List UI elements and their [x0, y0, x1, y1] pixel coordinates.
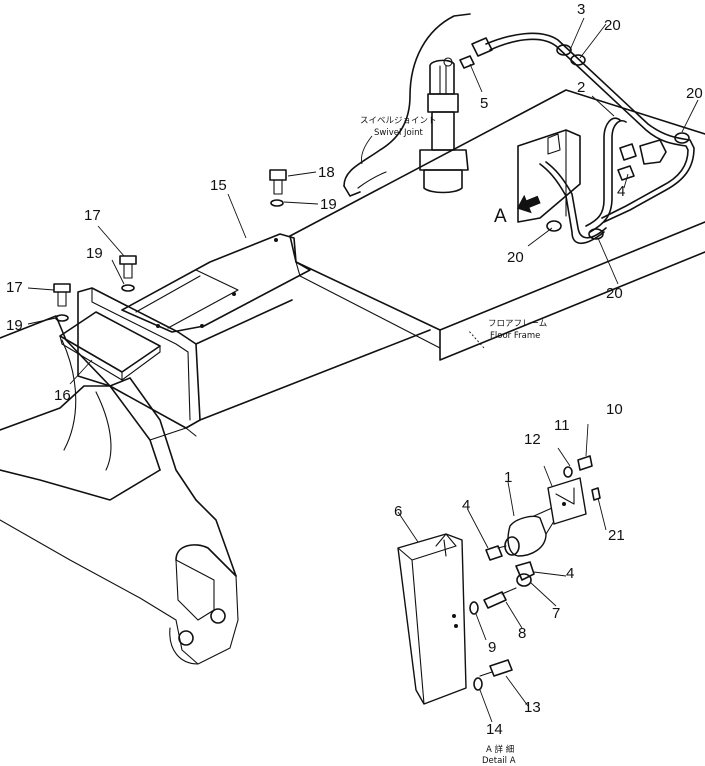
callout-20: 20	[686, 85, 703, 102]
callout-2: 2	[577, 79, 585, 96]
callout-17: 17	[6, 279, 23, 296]
callout-14: 14	[486, 721, 503, 738]
detail-a-label: Detail A	[482, 756, 516, 766]
hose-routing	[485, 32, 695, 245]
callout-13: 13	[524, 699, 541, 716]
callout-6: 6	[394, 503, 402, 520]
swivel-joint-label-jp: スイベルジョイント	[360, 116, 437, 126]
callout-5: 5	[480, 95, 488, 112]
callout-8: 8	[518, 625, 526, 642]
leader-lines	[27, 17, 699, 723]
callout-20: 20	[606, 285, 623, 302]
callout-20: 20	[507, 249, 524, 266]
callout-4: 4	[617, 183, 625, 200]
hose-clamps	[546, 44, 690, 240]
view-arrow-icon	[516, 194, 541, 214]
callout-9: 9	[488, 639, 496, 656]
callout-1: 1	[504, 469, 512, 486]
callout-18: 18	[318, 164, 335, 181]
callout-4: 4	[462, 497, 470, 514]
callout-16: 16	[54, 387, 71, 404]
floor-frame-label: Floor Frame	[490, 331, 540, 341]
callout-21: 21	[608, 527, 625, 544]
boom-assembly	[0, 287, 431, 665]
callouts: 3 20 20 2 5 4 20 20 18 19 15 17 19 17 19…	[6, 1, 703, 738]
text-labels: スイベルジョイント Swivel Joint フロアフレーム Floor Fra…	[360, 116, 547, 766]
bolt-17-upper	[119, 255, 137, 292]
floor-frame-label-jp: フロアフレーム	[488, 319, 547, 329]
callout-10: 10	[606, 401, 623, 418]
swivel-joint-label: Swivel Joint	[374, 128, 423, 138]
swivel-joint	[343, 13, 471, 197]
callout-12: 12	[524, 431, 541, 448]
callout-15: 15	[210, 177, 227, 194]
cover-plate-16	[59, 311, 161, 381]
callout-7: 7	[552, 605, 560, 622]
view-arrow-label: A	[494, 206, 507, 227]
fittings	[459, 37, 667, 181]
detail-a	[397, 455, 601, 705]
bolt-18	[269, 169, 287, 207]
callout-4: 4	[566, 565, 574, 582]
callout-19: 19	[6, 317, 23, 334]
detail-a-label-jp: A 詳 細	[486, 744, 514, 755]
floor-frame	[289, 89, 705, 361]
callout-3: 3	[577, 1, 585, 18]
callout-19: 19	[86, 245, 103, 262]
callout-11: 11	[554, 417, 570, 434]
valve-mount	[517, 129, 581, 223]
callout-19: 19	[320, 196, 337, 213]
callout-17: 17	[84, 207, 101, 224]
callout-20: 20	[604, 17, 621, 34]
